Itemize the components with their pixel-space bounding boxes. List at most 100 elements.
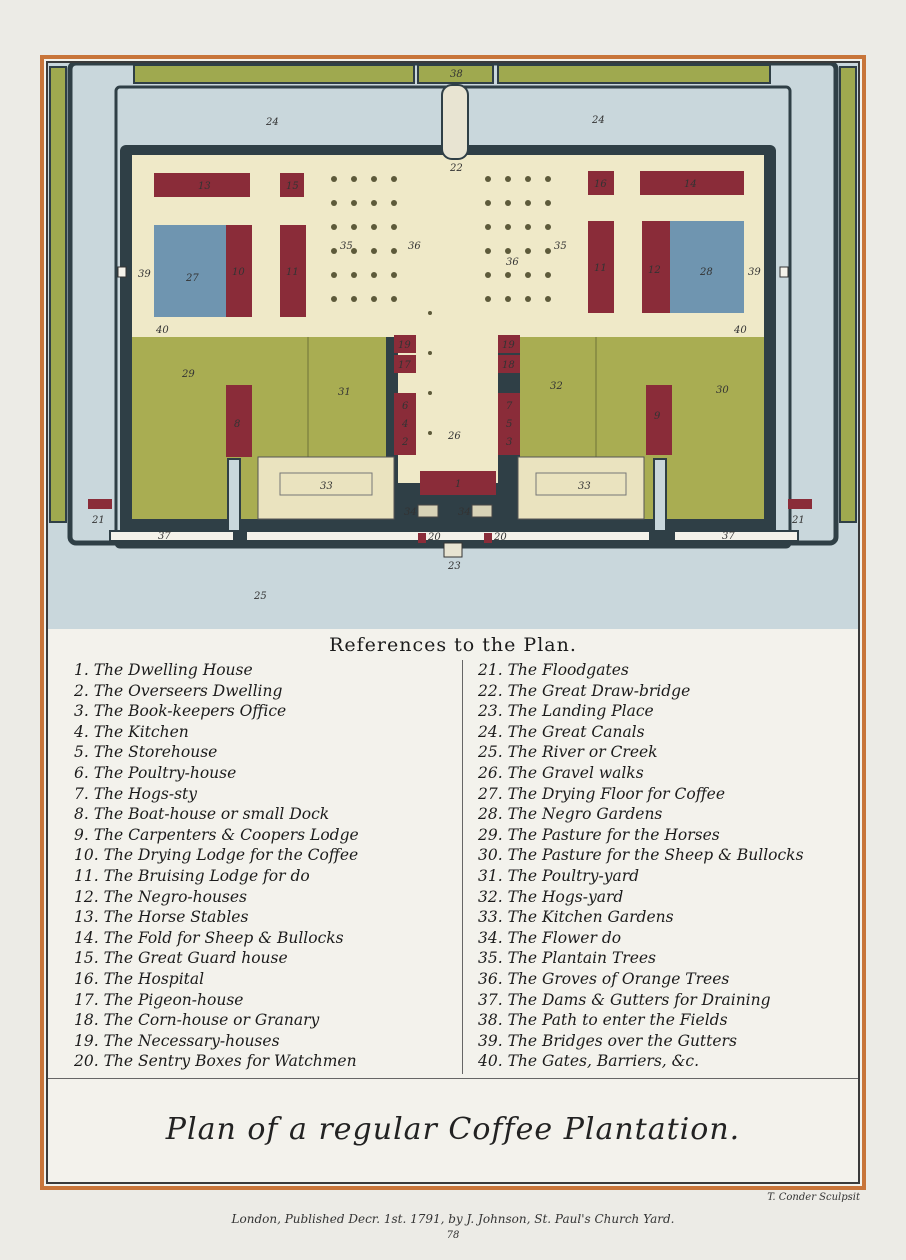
building-7-right bbox=[498, 393, 520, 455]
building-6-left bbox=[394, 393, 416, 455]
label-20-left: 20 bbox=[427, 532, 441, 543]
plantation-plan: 38 24 24 22 13 15 16 14 35 36 36 35 39 2… bbox=[48, 63, 858, 629]
reference-item: 33. The Kitchen Gardens bbox=[478, 908, 674, 927]
label-24-left: 24 bbox=[265, 117, 279, 128]
floodgate-right bbox=[788, 499, 812, 509]
floodgate-left bbox=[88, 499, 112, 509]
reference-item: 29. The Pasture for the Horses bbox=[478, 825, 720, 844]
label-11-left: 11 bbox=[286, 267, 299, 278]
engraver-credit: T. Conder Sculpsit bbox=[767, 1192, 860, 1203]
references-right-column: 21. The Floodgates 22. The Great Draw-br… bbox=[478, 660, 868, 1072]
reference-item: 8. The Boat-house or small Dock bbox=[74, 805, 330, 824]
dam-center bbox=[245, 530, 651, 542]
label-39-left: 39 bbox=[138, 269, 151, 280]
label-11-right: 11 bbox=[594, 263, 607, 274]
reference-item: 3. The Book-keepers Office bbox=[74, 702, 287, 721]
gutter-left bbox=[227, 458, 241, 532]
reference-item: 12. The Negro-houses bbox=[74, 887, 248, 906]
label-36-left: 36 bbox=[408, 241, 421, 252]
label-14: 14 bbox=[684, 179, 697, 190]
label-34-left: 34 bbox=[404, 507, 417, 518]
label-35-right: 35 bbox=[554, 241, 567, 252]
drying-floor bbox=[154, 225, 228, 317]
references-bottom-rule bbox=[48, 1078, 858, 1079]
label-16: 16 bbox=[594, 179, 607, 190]
label-37-right: 37 bbox=[722, 531, 735, 542]
page-number: 78 bbox=[446, 1230, 460, 1241]
building-18-right bbox=[498, 355, 520, 373]
building-10-left bbox=[226, 225, 252, 317]
negro-gardens bbox=[670, 221, 744, 313]
label-15: 15 bbox=[286, 181, 299, 192]
field-strip-top-left bbox=[133, 64, 415, 84]
building-14 bbox=[640, 171, 744, 195]
reference-item: 38. The Path to enter the Fields bbox=[478, 1011, 728, 1030]
label-37-left: 37 bbox=[158, 531, 171, 542]
building-15 bbox=[280, 173, 304, 197]
label-30: 30 bbox=[716, 385, 729, 396]
label-23: 23 bbox=[447, 561, 461, 572]
reference-item: 22. The Great Draw-bridge bbox=[478, 681, 691, 700]
reference-item: 14. The Fold for Sheep & Bullocks bbox=[74, 928, 344, 947]
field-strip-top-right bbox=[497, 64, 771, 84]
label-12: 12 bbox=[648, 265, 661, 276]
reference-item: 1. The Dwelling House bbox=[74, 661, 253, 679]
reference-item: 10. The Drying Lodge for the Coffee bbox=[74, 846, 359, 865]
label-25: 25 bbox=[253, 591, 267, 602]
reference-item: 19. The Necessary-houses bbox=[74, 1031, 280, 1050]
label-19-right: 19 bbox=[502, 340, 515, 351]
flower-garden-right bbox=[471, 504, 493, 518]
label-26: 26 bbox=[447, 431, 461, 442]
reference-item: 21. The Floodgates bbox=[478, 661, 629, 679]
label-32: 32 bbox=[550, 381, 563, 392]
bridge-39-right bbox=[779, 266, 789, 278]
gutter-right bbox=[653, 458, 667, 532]
plate-title: Plan of a regular Coffee Plantation. bbox=[165, 1112, 741, 1147]
label-8: 8 bbox=[234, 419, 240, 430]
sentry-box-right bbox=[484, 533, 492, 543]
reference-item: 2. The Overseers Dwelling bbox=[74, 681, 283, 700]
reference-item: 6. The Poultry-house bbox=[74, 763, 237, 782]
building-11-right bbox=[588, 221, 614, 313]
label-38: 38 bbox=[450, 69, 463, 80]
references-divider bbox=[462, 660, 463, 1074]
label-40-right: 40 bbox=[733, 325, 747, 336]
reference-item: 34. The Flower do bbox=[478, 928, 622, 947]
kitchen-garden-right bbox=[517, 456, 645, 520]
reference-item: 37. The Dams & Gutters for Draining bbox=[478, 990, 771, 1009]
sentry-box-left bbox=[418, 533, 426, 543]
building-9 bbox=[646, 385, 672, 455]
inner-border bbox=[46, 61, 860, 1184]
reference-item: 11. The Bruising Lodge for do bbox=[74, 866, 310, 885]
reference-item: 32. The Hogs-yard bbox=[478, 887, 624, 906]
label-13: 13 bbox=[198, 181, 211, 192]
reference-item: 28. The Negro Gardens bbox=[478, 805, 663, 824]
label-7: 7 bbox=[506, 401, 513, 412]
label-19-left: 19 bbox=[398, 340, 411, 351]
reference-item: 35. The Plantain Trees bbox=[478, 949, 656, 968]
building-13 bbox=[154, 173, 250, 197]
label-18: 18 bbox=[502, 360, 515, 371]
kitchen-garden-right-bed bbox=[535, 472, 627, 496]
kitchen-garden-left-bed bbox=[279, 472, 373, 496]
label-17: 17 bbox=[398, 360, 411, 371]
reference-item: 18. The Corn-house or Granary bbox=[74, 1011, 320, 1030]
reference-item: 13. The Horse Stables bbox=[74, 908, 249, 927]
reference-item: 26. The Gravel walks bbox=[478, 763, 644, 782]
label-22: 22 bbox=[449, 163, 463, 174]
reference-item: 15. The Great Guard house bbox=[74, 949, 288, 968]
label-28: 28 bbox=[699, 267, 713, 278]
label-10: 10 bbox=[232, 267, 245, 278]
label-9: 9 bbox=[654, 411, 661, 422]
references-title: References to the Plan. bbox=[329, 634, 577, 656]
label-3: 3 bbox=[506, 437, 512, 448]
reference-item: 9. The Carpenters & Coopers Lodge bbox=[74, 825, 359, 844]
flower-garden-left bbox=[417, 504, 439, 518]
reference-item: 36. The Groves of Orange Trees bbox=[478, 969, 730, 988]
label-4: 4 bbox=[401, 419, 408, 430]
reference-item: 40. The Gates, Barriers, &c. bbox=[478, 1052, 700, 1071]
dwelling-house bbox=[420, 471, 496, 495]
label-21-left: 21 bbox=[91, 515, 105, 526]
references-left-column: 1. The Dwelling House 2. The Overseers D… bbox=[74, 660, 464, 1072]
label-40-left: 40 bbox=[155, 325, 169, 336]
